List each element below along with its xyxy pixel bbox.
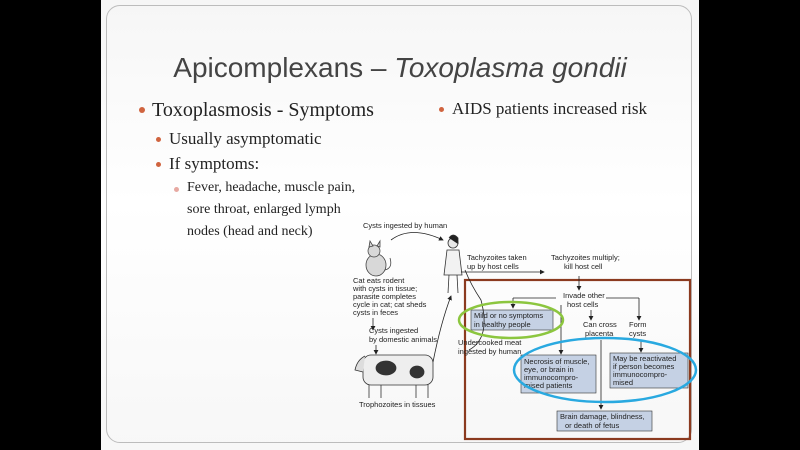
bullet-symptoms-line-1: Fever, headache, muscle pain,: [187, 180, 356, 195]
label-tachyzoites-multiply-2: kill host cell: [564, 262, 603, 271]
label-cat-4: cycle in cat; cat sheds: [353, 300, 427, 309]
label-invade-2: host cells: [567, 300, 599, 309]
slide: Apicomplexans – Toxoplasma gondii Toxopl…: [101, 0, 699, 450]
label-form-2: cysts: [629, 329, 646, 338]
human-illustration: [443, 234, 463, 294]
label-mild-1: Mild or no symptoms: [474, 311, 543, 320]
slide-frame: [106, 5, 692, 443]
label-reactivated-2: if person becomes: [613, 362, 675, 371]
label-necrosis-3: immunocompro-: [524, 373, 579, 382]
brain-damage-box: [556, 410, 653, 432]
bullet-toxoplasmosis: Toxoplasmosis - Symptoms: [152, 99, 374, 121]
bullet-dot: [156, 162, 161, 167]
green-highlight-oval: [457, 300, 565, 340]
label-cat-3: parasite completes: [353, 292, 416, 301]
cyan-highlight-oval: [512, 336, 698, 404]
bullet-dot: [439, 107, 444, 112]
bullet-if-symptoms: If symptoms:: [169, 154, 260, 173]
label-necrosis-1: Necrosis of muscle,: [524, 357, 589, 366]
label-tachyzoites-taken-1: Tachyzoites taken: [467, 253, 527, 262]
title-italic: Toxoplasma gondii: [394, 52, 627, 83]
label-undercooked-2: ingested by human: [458, 347, 521, 356]
slide-title: Apicomplexans – Toxoplasma gondii: [101, 52, 699, 84]
label-tachyzoites-taken-2: up by host cells: [467, 262, 519, 271]
mild-symptoms-box: [470, 309, 554, 331]
label-brain-1: Brain damage, blindness,: [560, 412, 645, 421]
title-main: Apicomplexans –: [173, 52, 395, 83]
label-necrosis-2: eye, or brain in: [524, 365, 574, 374]
flow-arrows: [370, 232, 644, 410]
cow-illustration: [354, 354, 434, 398]
bullet-symptoms-line-3: nodes (head and neck): [187, 224, 313, 239]
label-domestic-2: by domestic animals: [369, 335, 437, 344]
label-undercooked-1: Undercooked meat: [458, 338, 522, 347]
label-cat-5: cysts in feces: [353, 308, 398, 317]
label-necrosis-4: mised patients: [524, 381, 573, 390]
label-trophozoites: Trophozoites in tissues: [359, 400, 436, 409]
label-reactivated-1: May be reactivated: [613, 354, 676, 363]
cat-illustration: [365, 239, 392, 277]
label-form-1: Form: [629, 320, 647, 329]
toxoplasma-life-cycle-diagram: Cysts ingested by human Tachyzoites take…: [352, 221, 698, 441]
label-cross-1: Can cross: [583, 320, 617, 329]
label-cat-2: with cysts in tissue;: [352, 284, 417, 293]
label-brain-2: or death of fetus: [565, 421, 619, 430]
label-reactivated-4: mised: [613, 378, 633, 387]
bullet-dot: [156, 137, 161, 142]
bullet-dot: [139, 107, 145, 113]
label-cysts-ingested-by-human: Cysts ingested by human: [363, 221, 447, 230]
label-reactivated-3: immunocompro-: [613, 370, 668, 379]
label-tachyzoites-multiply-1: Tachyzoites multiply;: [551, 253, 620, 262]
necrosis-box: [520, 354, 597, 394]
bullet-aids: AIDS patients increased risk: [452, 99, 647, 118]
label-cat-1: Cat eats rodent: [353, 276, 405, 285]
bullet-symptoms-line-2: sore throat, enlarged lymph: [187, 202, 341, 217]
reactivated-box: [609, 352, 689, 389]
bullet-asymptomatic: Usually asymptomatic: [169, 129, 322, 148]
label-mild-2: in healthy people: [474, 320, 531, 329]
label-domestic-1: Cysts ingested: [369, 326, 418, 335]
label-invade-1: Invade other: [563, 291, 605, 300]
bullet-dot: [174, 187, 179, 192]
label-cross-2: placenta: [585, 329, 614, 338]
